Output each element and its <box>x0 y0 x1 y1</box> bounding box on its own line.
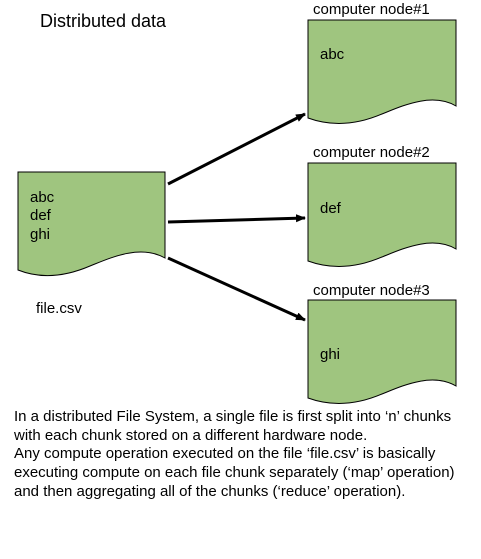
node2-document-shape <box>307 162 457 268</box>
node3-content: ghi <box>320 346 341 363</box>
source-file-line-3: ghi <box>30 226 51 243</box>
caption-paragraph-2: Any compute operation executed on the fi… <box>14 445 455 500</box>
node2-title: computer node#2 <box>313 144 430 161</box>
node3-document-shape <box>307 299 457 405</box>
node1-document-shape <box>307 19 457 125</box>
source-file-line-1: abc <box>30 189 55 206</box>
diagram-title: Distributed data <box>40 11 167 31</box>
arrow-to-node1 <box>167 112 306 186</box>
arrow-to-node2 <box>167 214 306 224</box>
source-file-document-shape <box>17 171 166 277</box>
caption-paragraph-1: In a distributed File System, a single f… <box>14 408 452 444</box>
caption: In a distributed File System, a single f… <box>14 408 476 502</box>
node2-content: def <box>320 200 341 217</box>
node1-title: computer node#1 <box>313 1 430 18</box>
source-file-line-2: def <box>30 207 51 224</box>
node1-content: abc <box>320 46 345 63</box>
source-file-label: file.csv <box>36 300 82 317</box>
node3-title: computer node#3 <box>313 282 430 299</box>
arrow-to-node3 <box>167 256 306 322</box>
